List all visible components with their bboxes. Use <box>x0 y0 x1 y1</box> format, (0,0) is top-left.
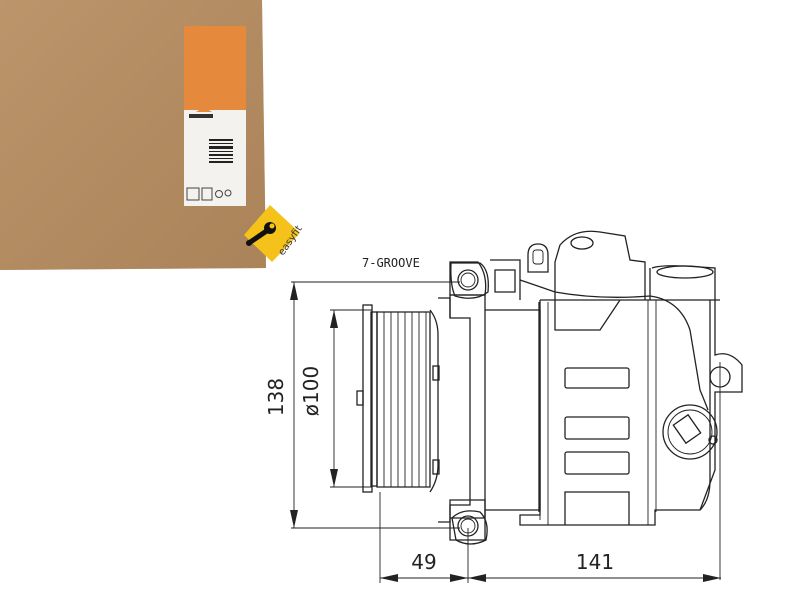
mounting-lug-bottom <box>451 510 488 545</box>
nrf-logo <box>189 107 213 118</box>
pulley-offset-label: 49 <box>411 550 436 574</box>
mounting-lug-top <box>450 262 489 299</box>
pulley <box>356 304 439 493</box>
pressure-sensor <box>527 243 549 273</box>
barcode <box>209 139 233 163</box>
front-housing <box>432 261 487 541</box>
certification-marks <box>186 187 232 201</box>
height-label: 138 <box>264 378 288 416</box>
electrical-connector <box>662 404 718 460</box>
wrench-icon <box>246 222 276 246</box>
dimension-height: 138 <box>264 281 460 529</box>
dimension-length: 49 141 <box>379 492 721 583</box>
dimension-pulley-diameter: ø100 <box>299 309 372 488</box>
body-length-label: 141 <box>576 550 614 574</box>
compressor-drawing: 7-GROOVE <box>264 230 743 583</box>
compressor-body <box>485 230 743 580</box>
groove-label: 7-GROOVE <box>362 256 420 270</box>
product-box <box>0 0 266 270</box>
sensor-cable <box>519 279 709 411</box>
orange-label <box>184 26 246 112</box>
pulley-diameter-label: ø100 <box>299 366 323 416</box>
